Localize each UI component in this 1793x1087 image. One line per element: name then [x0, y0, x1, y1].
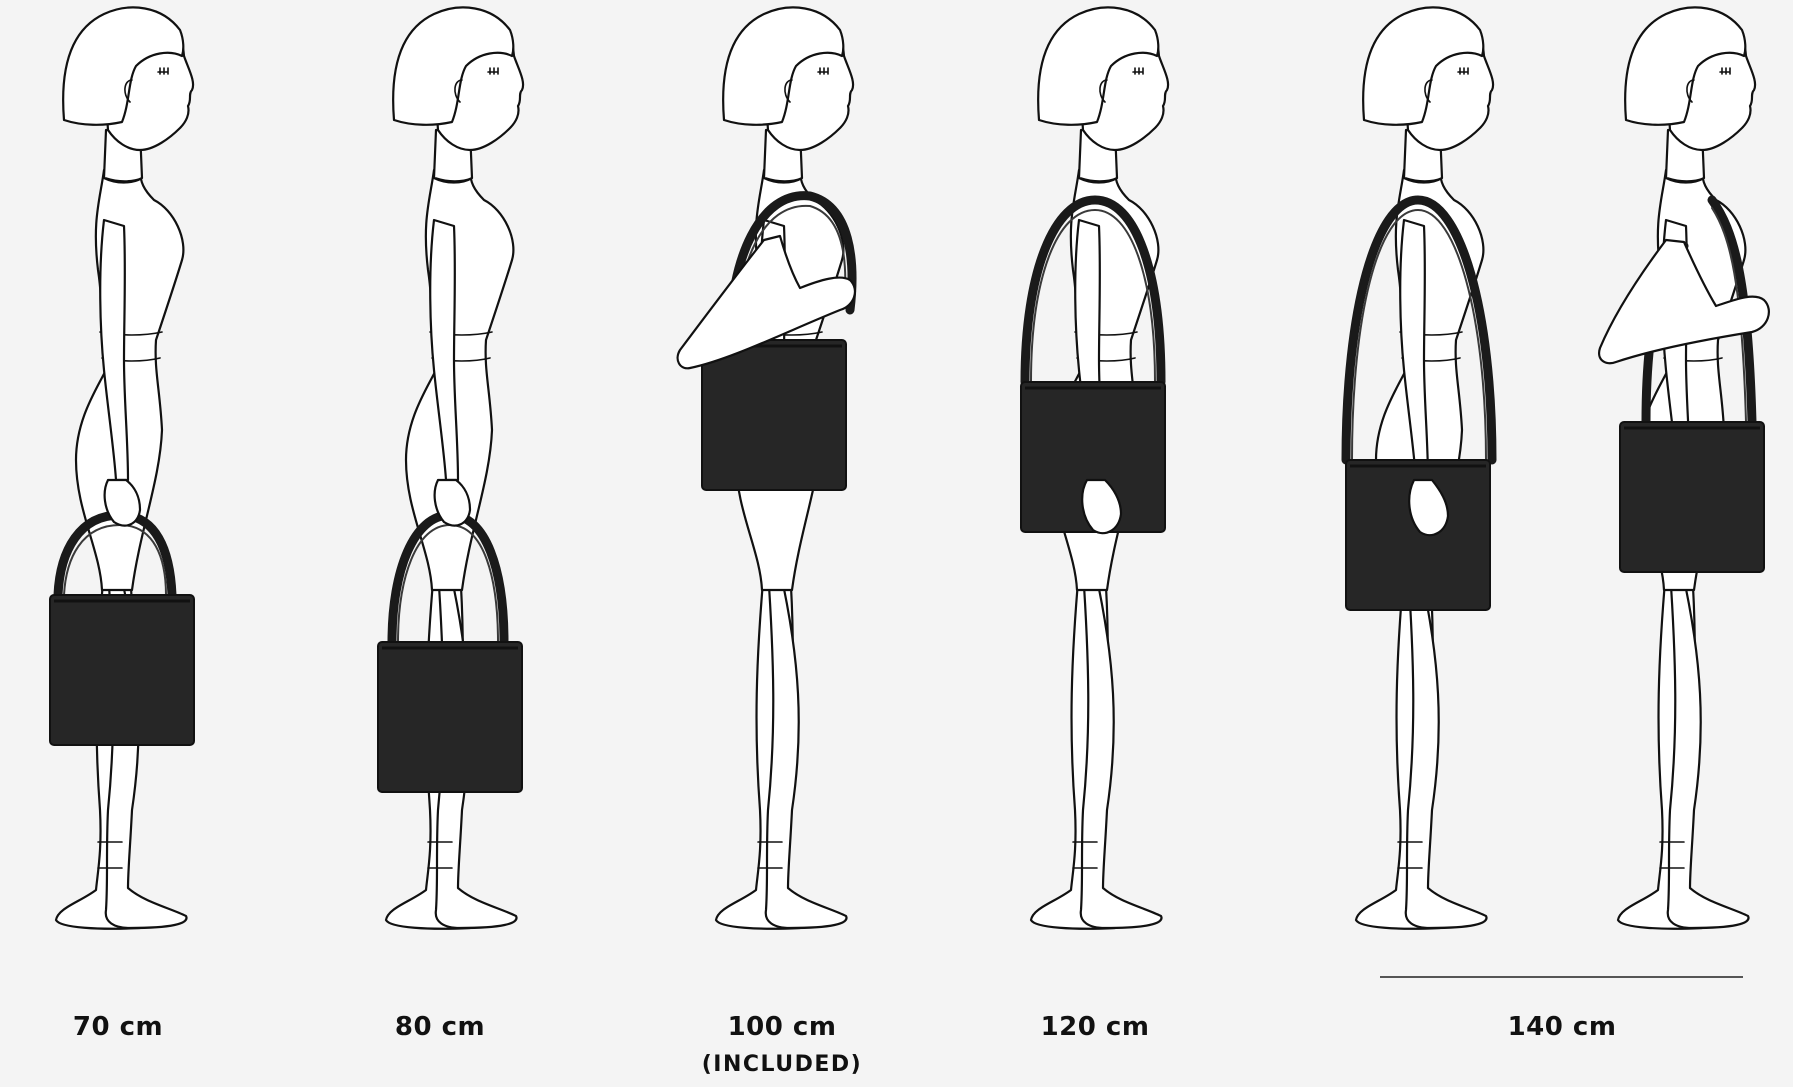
label-120cm: 120 cm [985, 1012, 1205, 1042]
figure-140cm-shoulder [1346, 7, 1493, 928]
label-140cm: 140 cm [1452, 1012, 1672, 1042]
label-70cm: 70 cm [8, 1012, 228, 1042]
figure-140cm-crossbody [1599, 7, 1769, 928]
figure-80cm [378, 7, 523, 928]
figure-120cm [1021, 7, 1168, 928]
label-100cm-included: (INCLUDED) [672, 1052, 892, 1077]
figure-70cm [50, 7, 194, 928]
figure-100cm [678, 7, 855, 928]
label-100cm: 100 cm [672, 1012, 892, 1042]
label-80cm: 80 cm [330, 1012, 550, 1042]
